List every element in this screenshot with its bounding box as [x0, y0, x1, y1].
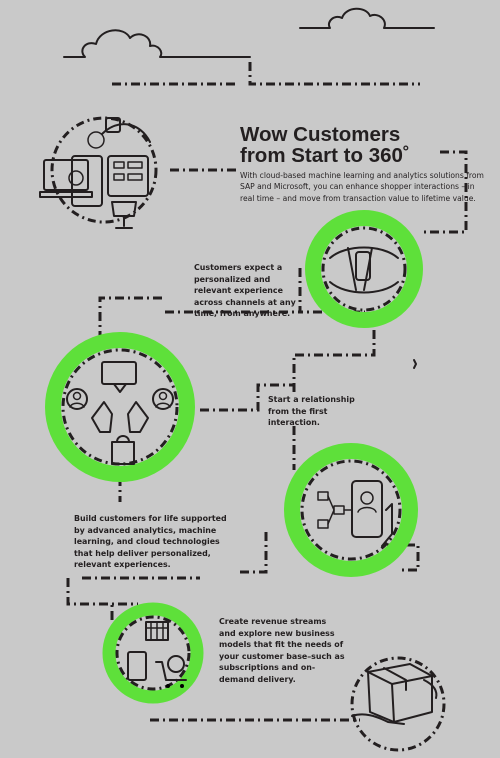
handshake-icon — [305, 210, 423, 328]
step-3-text: Build customers for life supported by ad… — [74, 514, 227, 569]
delivery-box-icon — [350, 656, 446, 752]
intro-paragraph: With cloud-based machine learning and an… — [240, 171, 484, 203]
omnichannel-devices-icon — [39, 116, 158, 229]
small-mark — [413, 359, 417, 369]
step-1-text: Customers expect a personalized and rele… — [194, 263, 296, 318]
title-line-1: Wow Customers — [240, 123, 401, 146]
title-line-2: from Start to 360˚ — [240, 144, 410, 167]
step-4-text: Create revenue streams and explore new b… — [219, 617, 345, 684]
mobile-analytics-icon — [284, 443, 418, 577]
page-title: Wow Customers from Start to 360˚ — [240, 124, 490, 166]
cloud-icon — [63, 7, 435, 58]
customer-relationship-icon — [45, 332, 195, 482]
commerce-icon — [102, 602, 204, 704]
step-2-text: Start a relationship from the first inte… — [268, 395, 355, 427]
